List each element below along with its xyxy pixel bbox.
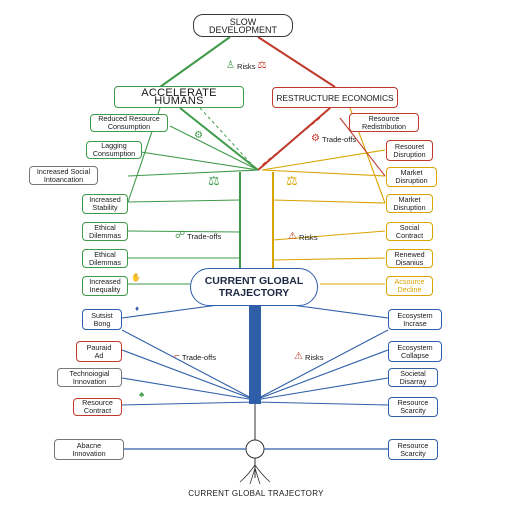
gear-icon-red: ⚙ [311, 133, 320, 144]
risks-mid-right-label: ⚠ Risks [288, 232, 318, 242]
right-node-7: Acsource Decline [386, 276, 433, 296]
scale-icon-left: ⚖ [208, 173, 220, 188]
right-node-4: Market Disruption [386, 194, 433, 213]
trade-icon: ☍ [175, 230, 186, 241]
lower-right-node-1: Ecosystem Incrase [388, 309, 442, 330]
left-node-4: Increased Stability [82, 194, 128, 214]
lower-right-node-4: Resource Scarcity [388, 397, 438, 417]
warning-icon-lower: ⚠ [294, 351, 303, 362]
right-node-2: Resouret Disruption [386, 140, 433, 161]
small-icon: ♣ [139, 390, 145, 399]
lower-right-node-2: Ecosystem Collapse [388, 341, 442, 362]
risks-mid-right-text: Risks [298, 232, 318, 242]
lower-left-node-2: Pauraid Ad [76, 341, 122, 362]
lower-left-node-1: Sutsist Bong [82, 309, 122, 330]
tradeoffs-mid-left-text: Trade-offs [187, 231, 222, 241]
left-node-6: Ethical Dilemmas [82, 249, 128, 268]
risks-lower-right-text: Risks [304, 352, 324, 362]
top-node: SLOW DEVELOPMENT [193, 14, 293, 37]
tradeoffs-mid-left-label: ☍ Trade-offs [175, 231, 221, 241]
left-node-7: Increased Inequality [82, 276, 128, 296]
gear-icon: ⚙ [194, 130, 203, 141]
hands-icon: ✋ [131, 273, 141, 282]
right-node-6: Renewed Disanius [386, 249, 433, 268]
lower-left-node-4: Resource Contract [73, 398, 122, 416]
risks-top-label: ♙ Risks ⚖ [226, 61, 267, 71]
risks-lower-right-label: ⚠ Risks [294, 352, 324, 362]
warning-icon: ⚠ [288, 231, 297, 242]
left-node-3: Increased Social Intoancation [29, 166, 98, 185]
left-node-5: Ethical Dilemmas [82, 222, 128, 241]
drop-icon: ♦ [135, 304, 140, 313]
lower-left-node-3: Technoiogial Innovation [57, 368, 122, 387]
right-node-1: Resource Redistribution [349, 113, 419, 132]
left-node-1: Reduced Resource Consumption [90, 114, 168, 132]
trade-icon-red: ⌐ [174, 351, 180, 362]
bottom-right-node: Resource Scarcity [388, 439, 438, 460]
right-node-5: Social Contract [386, 222, 433, 241]
right-branch-node: RESTRUCTURE ECONOMICS [272, 87, 398, 108]
left-node-2: Lagging Consumption [86, 141, 142, 159]
center-node: CURRENT GLOBAL TRAJECTORY [190, 268, 318, 306]
left-branch-node: ACCELERATE HUMANS [114, 86, 244, 108]
tradeoffs-lower-left-text: Trade-offs [181, 352, 217, 362]
lower-right-node-3: Societal Disarray [388, 368, 438, 387]
risks-top-text: Risks [236, 61, 256, 71]
right-node-3: Market Disruption [386, 167, 437, 187]
tradeoffs-upper-right-label: ⚙ Trade-offs [311, 134, 356, 144]
person-icon: ♙ [226, 60, 235, 71]
bottom-left-node: Abacne Innovation [54, 439, 124, 460]
bottom-title: CURRENT GLOBAL TRAJECTORY [188, 489, 324, 498]
tradeoffs-upper-right-text: Trade-offs [321, 134, 357, 144]
scale-icon-right: ⚖ [286, 173, 298, 188]
tradeoffs-lower-left-label: ⌐ Trade-offs [174, 352, 216, 362]
scale-icon: ⚖ [257, 60, 267, 71]
